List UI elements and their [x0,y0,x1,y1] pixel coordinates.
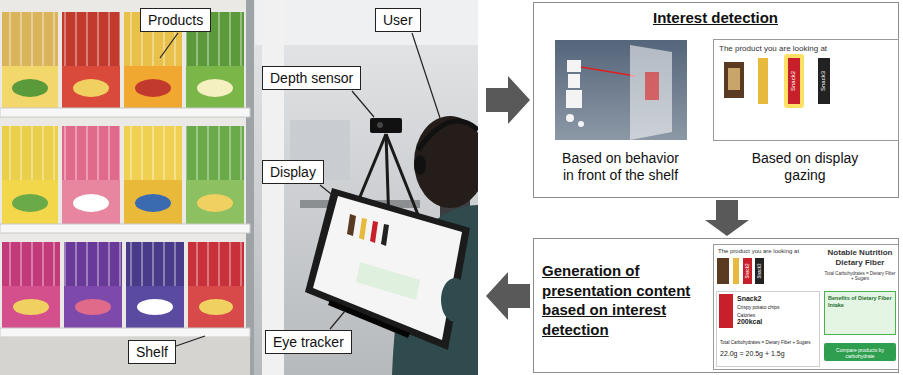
screen-heading: Notable Nutrition Dietary Fiber [824,248,896,267]
caption: Based on behavior in front of the shelf [558,150,683,184]
panel-title: Generation of presentation content based… [542,261,712,339]
stage-panel: Generation of presentation content based… [533,238,899,373]
unity-scene [555,40,687,140]
callout-box: Shelf [128,340,176,364]
node-text: Depth sensor [270,69,353,87]
product-text: Crispy potato chips [737,304,780,310]
bar-label: Snack3 [820,71,827,91]
product-name: Snack2 [737,295,762,303]
screen-capture: The product you are looking at [713,39,899,141]
screen-text: The product you are looking at [718,248,799,255]
panel-title: Interest detection [534,9,897,27]
caption: Based on display gazing [740,150,870,184]
leader-lines [160,33,440,346]
product-text: Total Carbohydrates = Dietary Fiber + Su… [720,340,818,345]
bar-label: Snack2 [790,71,797,91]
product-value: 200kcal [737,318,762,326]
screen-text: Total Carbohydrates = Dietary Fiber + Su… [824,271,896,282]
node-text: Eye tracker [273,333,344,351]
callout-box: User [375,8,421,32]
info-box: Benefits of Dietary Fiber Intake [824,291,896,335]
product-value: 22.0g = 20.5g + 1.5g [720,350,785,358]
callout-box: Depth sensor [262,66,361,90]
product-card: Snack2Crispy potato chipsCalories200kcal… [716,291,820,367]
node-text: Shelf [136,343,168,361]
bar-label: Snack2 [745,263,750,278]
callout-box: Display [262,160,324,184]
block-arrows [486,76,530,320]
product-text: Calories [737,312,755,318]
screen-capture: The product you are looking at Notable Nu… [713,244,899,370]
gaze-screen [724,54,830,108]
bar-label: Snack3 [757,263,762,278]
node-text: User [383,11,413,29]
ui-button: Compare products by carbohydrate [824,343,896,361]
info-text: Benefits of Dietary Fiber Intake [828,295,894,308]
block-arrow [705,200,749,236]
button-text: Compare products by carbohydrate [826,347,894,359]
callout-box: Products [140,8,211,32]
node-text: Products [148,11,203,29]
callout-box: Eye tracker [265,330,352,354]
photo [0,0,478,375]
node-text: Display [270,163,316,181]
screen-text: The product you are looking at [719,44,827,54]
content-screen [717,258,764,328]
